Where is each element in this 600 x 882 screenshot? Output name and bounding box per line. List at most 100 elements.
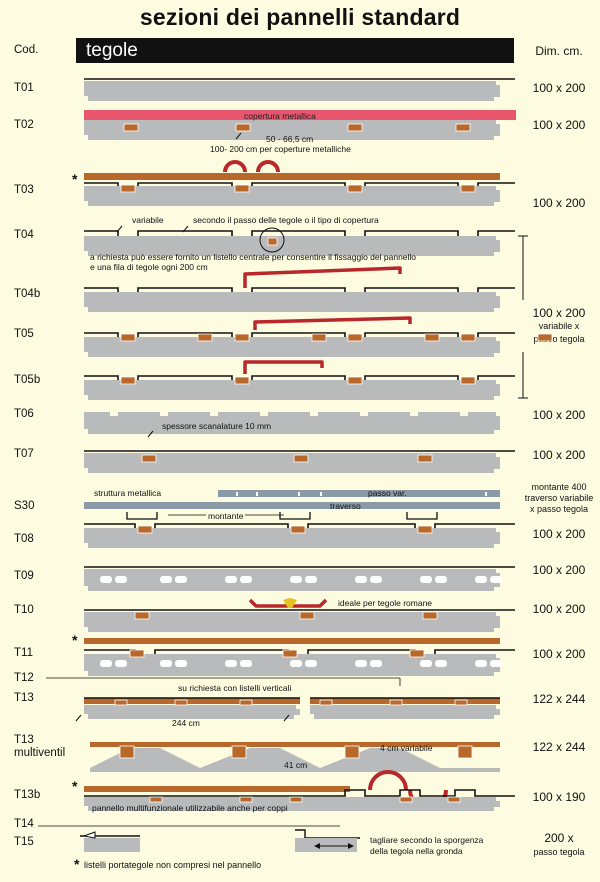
batten-t08 [417,525,433,534]
note-passo-var: passo var. [368,488,407,498]
note-traverso: traverso [330,501,361,511]
code-t08: T08 [14,533,34,545]
t11-slot [290,660,302,667]
notch-t04a [116,225,123,233]
panel-t04b [84,292,500,312]
batten-t05 [347,333,363,342]
t11-slot [115,660,127,667]
t11-slot [370,660,382,667]
notch-t13a [75,714,82,722]
montante-bracket [279,512,311,520]
panel-t13-multiventil [90,748,500,772]
t09-slot [225,576,237,583]
edge-t15-right-top [295,829,360,839]
notch-t04b [182,225,189,233]
asterisk-t03: * [72,171,78,187]
code-t14: T14 [14,818,34,830]
code-t10: T10 [14,604,34,616]
batten-t05b [120,376,136,385]
t11-slot [490,660,502,667]
panel-t02 [84,120,500,140]
dim-t08: 100 x 200 [532,527,586,541]
dim-t06: 100 x 200 [532,408,586,422]
panel-t07 [84,453,500,473]
code-t03: T03 [14,184,34,196]
note-struttura-metallica: struttura metallica [94,488,162,498]
batten-strip-t13b [84,786,350,792]
groove-t06 [210,412,218,416]
notch-t02 [235,132,242,140]
batten-t05b [460,376,476,385]
batten-t05 [234,333,250,342]
batten-t03 [120,184,136,193]
note-listello-line1: a richiesta può essere fornito un listel… [90,252,417,262]
t09-slot [175,576,187,583]
batten-t03 [234,184,250,193]
note-secondo-passo: secondo il passo delle tegole o il tipo … [193,215,379,225]
batten-t13b [239,796,253,803]
dim-t10: 100 x 200 [532,602,586,616]
panel-t06 [84,412,500,434]
note-listello-line2: e una fila di tegole ogni 200 cm [90,262,208,272]
groove-t06 [460,412,468,416]
tile-t13b-a [368,770,408,791]
code-t13-multiventil-sub: multiventil [14,747,66,759]
batten-t02 [235,123,251,132]
batten-t08 [137,525,153,534]
code-t13: T13 [14,692,34,704]
t09-slot [115,576,127,583]
note-spessore: spessore scanalature 10 mm [162,421,272,431]
t09-slot [305,576,317,583]
note-metal-range: 100- 200 cm per coperture metalliche [210,144,351,154]
note-tagliare-line2: della tegola nella gronda [370,846,463,856]
batten-t02 [123,123,139,132]
dim-t09: 100 x 200 [532,563,586,577]
batten-t11 [129,649,145,658]
dim-group-line1: 100 x 200 [532,306,586,320]
batten-t13b [289,796,303,803]
groove-t06 [360,412,368,416]
batten-t05 [120,333,136,342]
clip-t10 [283,598,297,608]
panel-t10 [84,612,500,632]
batten-multiventil [344,745,360,759]
montante-bracket [406,512,438,520]
batten-t04 [267,237,278,246]
note-coppi: pannello multifunzionale utilizzabile an… [92,803,288,813]
t09-slot [370,576,382,583]
panel-t13-0 [84,705,300,719]
steel-frame-traverse [84,502,500,509]
batten-t05 [311,333,327,342]
t11-slot [305,660,317,667]
tile-t05b [243,360,324,374]
t09-slot [490,576,502,583]
asterisk-t11: * [72,632,78,648]
batten-t07 [141,454,157,463]
t09-slot [160,576,172,583]
note-4cm-variabile: 4 cm variabile [380,743,433,753]
batten-t02 [455,123,471,132]
batten-multiventil [457,745,473,759]
batten-strip-t11 [84,638,500,644]
groove-t06 [260,412,268,416]
batten-t10 [299,611,315,620]
asterisk-t13b: * [72,778,78,794]
batten-t10 [422,611,438,620]
code-t05: T05 [14,328,34,340]
steel-frame-top [218,490,500,497]
batten-t07 [417,454,433,463]
batten-t13 [114,699,128,706]
batten-t13 [454,699,468,706]
groove-t06 [310,412,318,416]
code-t04b: T04b [14,288,41,300]
code-t06: T06 [14,408,34,420]
montante-bracket [126,512,158,520]
batten-t05b [234,376,250,385]
groove-t06 [410,412,418,416]
batten-t02 [347,123,363,132]
groove-t06 [110,412,118,416]
batten-t03 [460,184,476,193]
t11-slot [160,660,172,667]
